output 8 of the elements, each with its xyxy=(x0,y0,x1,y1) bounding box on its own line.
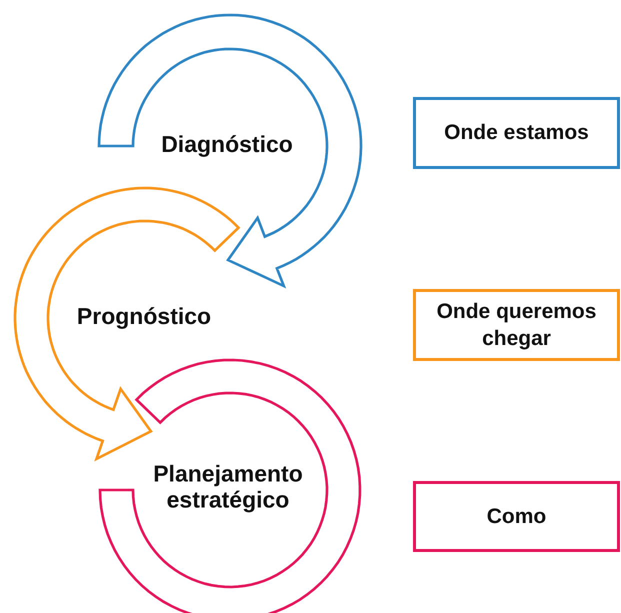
circular-arrow xyxy=(14,186,240,462)
description-box: Onde estamos xyxy=(413,97,620,169)
description-box: Onde queremos chegar xyxy=(413,289,620,361)
stage-label: Planejamento estratégico xyxy=(152,460,304,514)
circular-arrow xyxy=(98,14,362,289)
stage-label: Diagnóstico xyxy=(161,130,293,158)
stage-label: Prognóstico xyxy=(76,302,212,330)
description-box: Como xyxy=(413,481,620,552)
